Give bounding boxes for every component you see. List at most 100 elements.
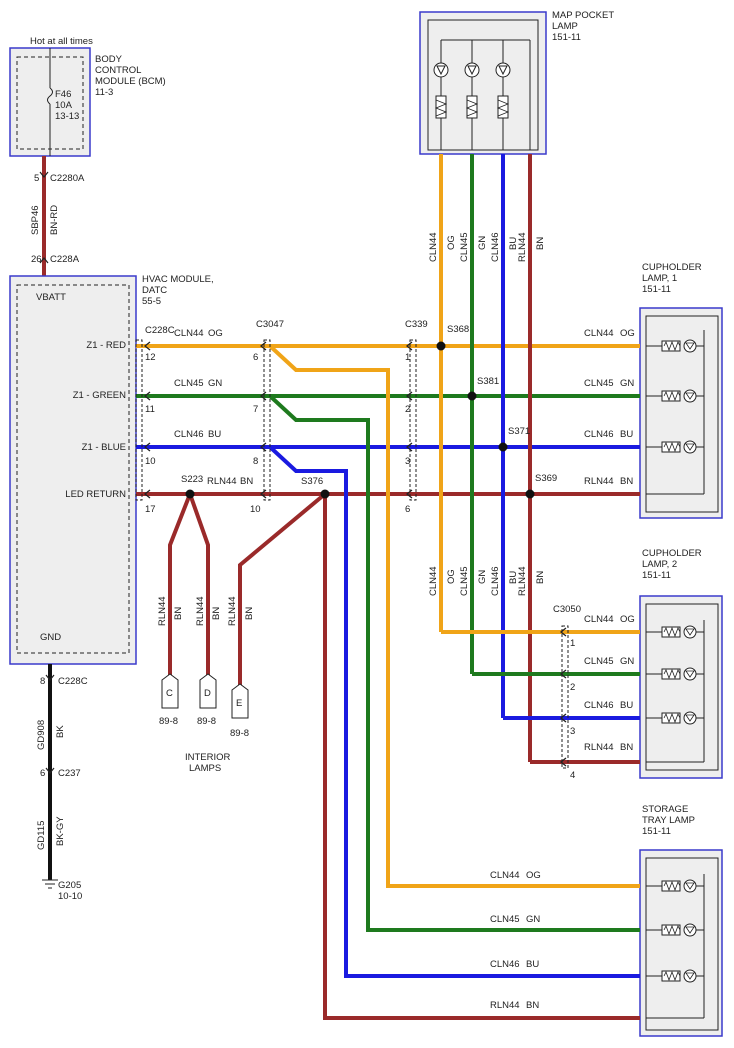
lbl-cln44-cup2: CLN44 [584, 614, 614, 625]
hvac-title-3: 55-5 [142, 296, 161, 307]
lbl-cln44-cup1: CLN44 [584, 328, 614, 339]
lbl-bn-storage: BN [526, 1000, 539, 1011]
interior-connector-d: D 89-8 [197, 673, 217, 727]
c228a-pin: 26 [31, 254, 42, 265]
c228c-arrow-1 [143, 341, 151, 351]
lbl-cln45-cup1: CLN45 [584, 378, 614, 389]
pin-z1-red: Z1 - RED [86, 340, 126, 351]
wire-interior-d [188, 493, 210, 680]
fuse-name: F46 [55, 89, 71, 100]
bcm-title-2: CONTROL [95, 65, 141, 76]
c2280a-name: C2280A [50, 173, 85, 184]
cup1-led-1 [646, 339, 704, 353]
map-lamp-led-1 [433, 40, 449, 150]
lbl-bu-cup1: BU [620, 429, 633, 440]
hvac-module: VBATT GND HVAC MODULE, DATC 55-5 Z1 - RE… [9, 274, 214, 665]
sbp46-wire: 5 C2280A SBP46 BN-RD 26 C228A [30, 156, 85, 276]
cup2-title-1: CUPHOLDER [642, 548, 702, 559]
lbl-cln46-cup2: CLN46 [584, 700, 614, 711]
c3050-pin-2: 2 [570, 682, 575, 693]
splice-dots [185, 341, 535, 499]
interior-d-letter: D [204, 688, 211, 699]
splice-s369 [525, 489, 535, 499]
lbl-gn-storage: GN [526, 914, 540, 925]
map-lamp-title-2: LAMP [552, 21, 578, 32]
map-lamp-led-3 [495, 40, 511, 150]
lbl-bu-vert-low: BU [508, 571, 519, 584]
lbl-cln46-left: CLN46 [174, 429, 204, 440]
lbl-bu-vert-up: BU [508, 237, 519, 250]
lbl-rln44-e: RLN44 [227, 596, 238, 626]
lbl-rln44-d: RLN44 [195, 596, 206, 626]
bcm-hot-label: Hot at all times [30, 36, 93, 47]
lbl-og-storage: OG [526, 870, 541, 881]
lbl-bn-cup1: BN [620, 476, 633, 487]
c3047-arrow-4 [259, 489, 267, 499]
wire-bu-storage [268, 445, 640, 978]
fuse-ref: 13-13 [55, 111, 79, 122]
c3047-arrow-1 [259, 341, 267, 351]
lbl-og-vert-low: OG [446, 569, 457, 584]
lbl-bn-c: BN [173, 607, 184, 620]
interior-e-ref: 89-8 [230, 728, 249, 739]
lbl-cln46-vert-up: CLN46 [490, 232, 501, 262]
c3050-arrow-2 [559, 669, 567, 679]
c339-pin-1: 1 [405, 352, 410, 363]
c3047-pin-7: 7 [253, 404, 258, 415]
splice-s223 [185, 489, 195, 499]
lbl-og-cup1: OG [620, 328, 635, 339]
splice-s376 [320, 489, 330, 499]
c3047-arrow-3 [259, 442, 267, 452]
c3047-label: C3047 [256, 319, 284, 330]
lbl-cln44-left: CLN44 [174, 328, 204, 339]
bcm-title-3: MODULE (BCM) [95, 76, 166, 87]
lbl-rln44-vert-up: RLN44 [517, 232, 528, 262]
lbl-og-left: OG [208, 328, 223, 339]
cup1-led-2 [646, 389, 704, 403]
storage-title-1: STORAGE [642, 804, 688, 815]
cupholder-lamp-2: CUPHOLDER LAMP, 2 151-11 [639, 548, 723, 779]
s371-label: S371 [508, 426, 530, 437]
interior-connector-e: E 89-8 [230, 683, 249, 739]
lbl-cln45-cup2: CLN45 [584, 656, 614, 667]
c3050-arrow-1 [559, 627, 567, 637]
fuse-rating: 10A [55, 100, 73, 111]
hvac-title-1: HVAC MODULE, [142, 274, 214, 285]
lbl-bu-left: BU [208, 429, 221, 440]
cup2-led-1 [646, 625, 704, 639]
s369-label: S369 [535, 473, 557, 484]
c339-pin-3: 3 [405, 456, 410, 467]
connector-arrows [143, 341, 567, 767]
c228c-gnd-name: C228C [58, 676, 88, 687]
c3050-arrow-4 [559, 757, 567, 767]
c339-connector-box [409, 339, 417, 501]
lbl-bn-vert-low: BN [535, 571, 546, 584]
c237-name: C237 [58, 768, 81, 779]
c3050-connector-box [561, 625, 569, 769]
storage-title-2: TRAY LAMP [642, 815, 695, 826]
bkgy-label: BK-GY [55, 816, 66, 846]
interior-c-letter: C [166, 688, 173, 699]
splice-s368 [436, 341, 446, 351]
storage-led-1 [646, 879, 704, 893]
storage-title-3: 151-11 [642, 826, 671, 837]
lbl-gn-left: GN [208, 378, 222, 389]
lbl-gn-vert-low: GN [477, 570, 488, 584]
c3047-pin-10: 10 [250, 504, 261, 515]
interior-d-ref: 89-8 [197, 716, 216, 727]
lbl-bn-e: BN [244, 607, 255, 620]
vbatt-label: VBATT [36, 292, 66, 303]
interior-label-1: INTERIOR [185, 752, 231, 763]
lbl-bu-cup2: BU [620, 700, 633, 711]
map-lamp-led-2 [464, 40, 480, 150]
bk-label: BK [55, 725, 66, 738]
c3050-pin-1: 1 [570, 638, 575, 649]
interior-c-ref: 89-8 [159, 716, 178, 727]
c3047-pin-8: 8 [253, 456, 258, 467]
c237-pin: 6 [40, 768, 45, 779]
gd115-label: GD115 [36, 821, 47, 850]
cup1-title-1: CUPHOLDER [642, 262, 702, 273]
c228c-arrow-3 [143, 442, 151, 452]
c3047-pin-6: 6 [253, 352, 258, 363]
